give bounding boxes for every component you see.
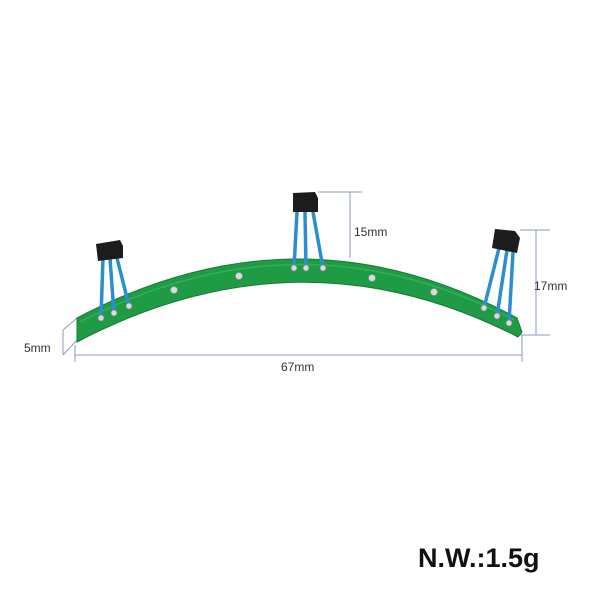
dimension-lines — [62, 191, 550, 362]
total-height-label: 17mm — [534, 279, 568, 293]
hall-sensor-middle — [290, 192, 327, 272]
pcb-board — [76, 258, 523, 343]
length-label: 67mm — [281, 360, 315, 374]
sensor-height-label: 15mm — [354, 225, 388, 239]
hall-sensor-right — [480, 229, 520, 327]
net-weight-label: N.W.:1.5g — [418, 543, 540, 573]
thickness-label: 5mm — [24, 341, 51, 355]
hall-sensor-left — [96, 240, 133, 322]
pcb-holes — [170, 272, 438, 296]
